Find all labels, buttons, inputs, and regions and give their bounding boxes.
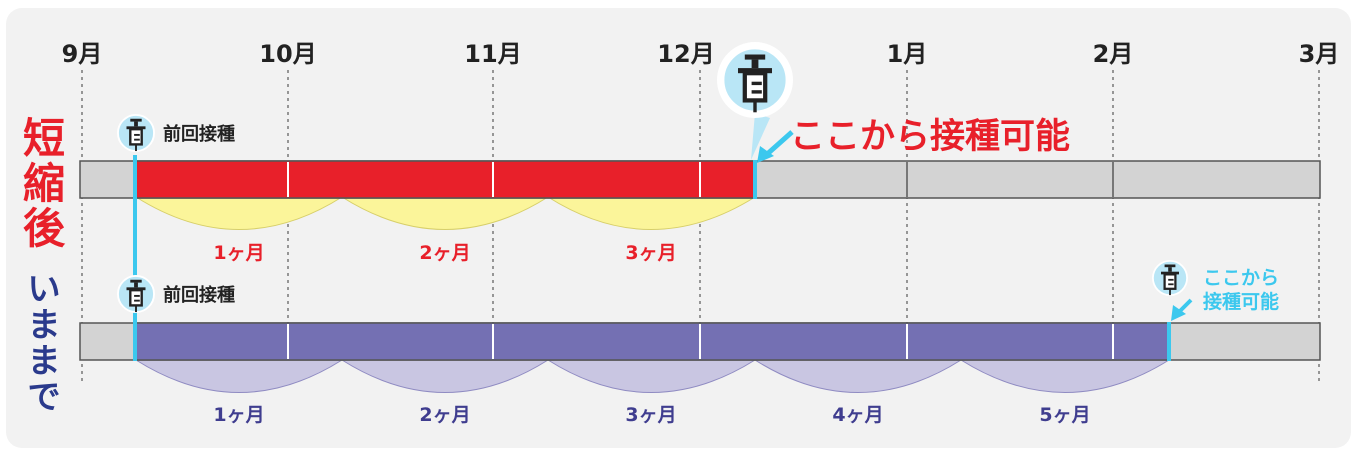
current-label-char-1: い [28,269,61,308]
current-purple-bar [135,322,1170,361]
prev-dose-connector [133,155,137,330]
month-label-11: 11月 [464,40,521,68]
current-arc-3 [546,359,757,393]
syringe-icon [117,114,155,152]
current-arc-4 [753,359,963,393]
current-prev-dose-label: 前回接種 [163,284,235,306]
shortened-arc-2 [340,196,550,230]
shortened-interval-label-3: 3ヶ月 [625,242,676,264]
current-available-label-line-2: 接種可能 [1203,290,1279,313]
shortened-interval-label-2: 2ヶ月 [419,242,470,264]
current-end-marker [1167,322,1171,361]
shortened-interval-label-1: 1ヶ月 [213,242,264,264]
current-interval-label-4: 4ヶ月 [832,404,883,426]
current-available-arrow [1171,298,1193,321]
shortened-arc-1 [134,196,344,230]
shortened-interval-arcs [134,196,757,230]
shortened-available-arrow [757,130,794,163]
syringe-icon [1152,260,1188,296]
current-arc-1 [134,359,344,393]
current-interval-label-5: 5ヶ月 [1039,404,1090,426]
current-start-marker [133,322,137,361]
month-label-1: 1月 [887,40,928,68]
shortened-prev-dose-label: 前回接種 [163,123,235,145]
current-label-char-4: で [28,377,61,416]
current-interval-arcs [134,359,1171,393]
shortened-end-marker [753,160,757,199]
month-label-10: 10月 [259,40,316,68]
syringe-icon [117,275,155,313]
current-interval-label-3: 3ヶ月 [625,404,676,426]
month-label-9: 9月 [62,40,103,68]
syringe-icon [723,48,788,113]
shortened-arc-3 [546,196,757,230]
month-label-3: 3月 [1299,40,1340,68]
month-label-2: 2月 [1093,40,1134,68]
current-arc-5 [959,359,1171,393]
shortened-red-bar [135,160,756,199]
current-interval-label-2: 2ヶ月 [419,404,470,426]
month-label-12: 12月 [657,40,714,68]
available-callout [717,42,793,160]
shortened-label-char-2: 縮 [23,159,65,208]
current-label-char-2: ま [28,305,61,344]
shortened-available-label: ここから接種可能 [790,117,1070,157]
shortened-label-char-1: 短 [23,114,65,163]
shortened-label-char-3: 後 [23,204,66,253]
current-arc-2 [340,359,550,393]
current-label-char-3: ま [28,341,61,380]
current-available-label-line-1: ここから [1203,267,1279,289]
current-interval-label-1: 1ヶ月 [213,404,264,426]
